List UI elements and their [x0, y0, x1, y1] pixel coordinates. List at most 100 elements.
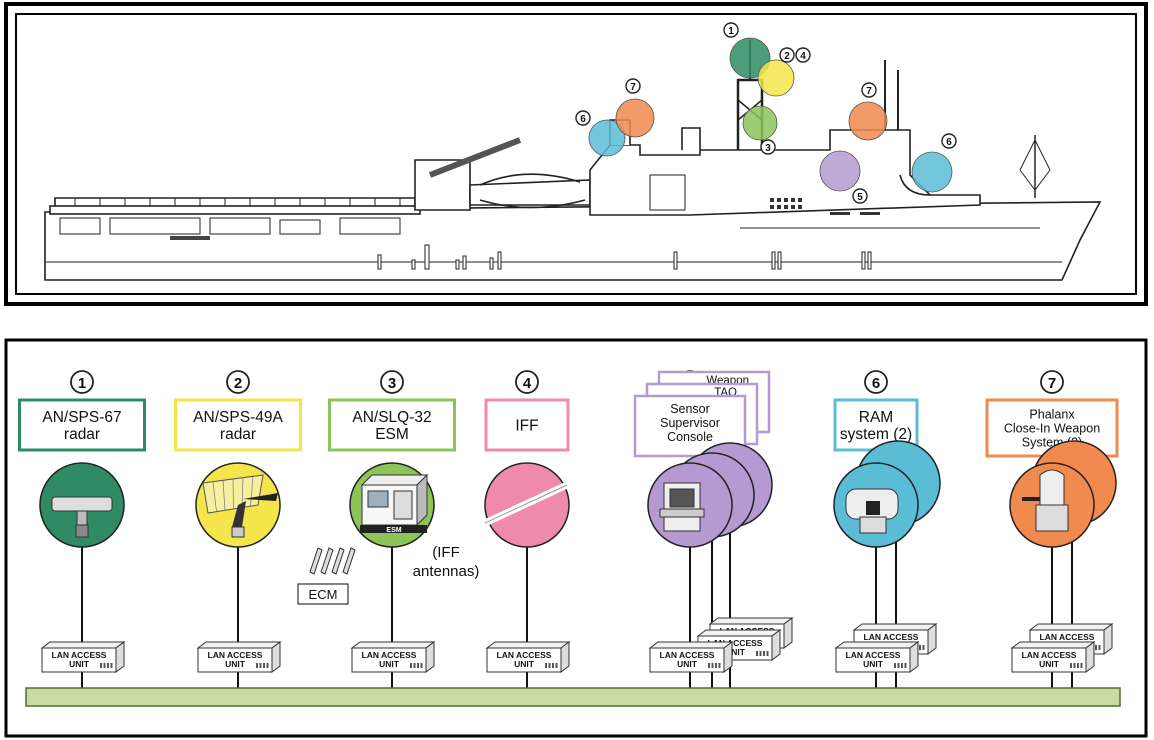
lan-unit-top	[198, 642, 280, 648]
label-line: Supervisor	[660, 416, 720, 430]
system-3: 3AN/SLQ-32ESMESMLAN ACCESSUNIT	[330, 371, 455, 688]
lan-unit-port	[414, 663, 416, 668]
system-5: 5WeaponTAOSensorSupervisorConsoleLAN ACC…	[635, 371, 792, 688]
label-line: AN/SPS-67	[42, 409, 121, 426]
lan-unit-label: UNIT	[1039, 659, 1060, 669]
ecm-antenna-icon	[332, 548, 344, 574]
system-number: 1	[78, 375, 86, 392]
lan-unit-top	[710, 618, 792, 624]
ship-marker-number: 2	[784, 51, 790, 62]
lan-unit-port	[552, 663, 554, 668]
lan-unit-top	[698, 630, 780, 636]
ship-marker-number: 1	[728, 26, 734, 37]
lan-unit-port	[267, 663, 269, 668]
lan-unit-port	[111, 663, 113, 668]
lan-unit-port	[260, 663, 262, 668]
ship-marker-number: 5	[857, 192, 863, 203]
system-number: 6	[872, 375, 880, 392]
ecm-antenna-icon	[321, 548, 333, 574]
label-line: AN/SPS-49A	[193, 409, 283, 426]
lan-unit-port	[901, 663, 903, 668]
antenna-pedestal	[77, 511, 87, 525]
esm-inner-label: ESM	[386, 527, 401, 534]
lan-unit-port	[1070, 663, 1072, 668]
lan-unit-port	[1095, 645, 1097, 650]
array-base	[232, 527, 244, 537]
lan-unit-side	[1086, 642, 1094, 672]
console-screen	[670, 489, 694, 507]
ship-marker-circle	[849, 102, 887, 140]
lan-unit-top	[650, 642, 732, 648]
esm-annotations: ECM (IFF antennas)	[298, 544, 479, 604]
lan-unit-top	[836, 642, 918, 648]
phalanx-dome	[1040, 470, 1064, 505]
antenna-reflector	[52, 497, 112, 511]
lan-access-unit: LAN ACCESSUNIT	[42, 642, 124, 672]
system-4: 4IFFLAN ACCESSUNIT	[485, 371, 569, 688]
cabinet-screen	[368, 491, 388, 507]
lan-unit-port	[719, 663, 721, 668]
lan-unit-label: UNIT	[225, 659, 246, 669]
ship-marker-number: 4	[800, 51, 806, 62]
lan-unit-side	[724, 642, 732, 672]
lan-unit-port	[1099, 645, 1101, 650]
lan-unit-label: UNIT	[863, 659, 884, 669]
lan-unit-port	[763, 651, 765, 656]
lan-unit-port	[410, 663, 412, 668]
lan-unit-port	[712, 663, 714, 668]
lan-unit-port	[104, 663, 106, 668]
lan-unit-port	[760, 651, 762, 656]
label-line: ESM	[375, 426, 409, 443]
label-line: RAM	[859, 409, 893, 426]
lan-unit-port	[708, 663, 710, 668]
lan-unit-port	[894, 663, 896, 668]
ram-opening	[866, 501, 880, 515]
lan-unit-label: UNIT	[69, 659, 90, 669]
ship-marker-6: 6	[912, 134, 956, 192]
lan-unit-port	[898, 663, 900, 668]
lan-unit-top	[1012, 642, 1094, 648]
ecm-label: ECM	[309, 587, 338, 602]
lan-unit-port	[1077, 663, 1079, 668]
lan-unit-side	[561, 642, 569, 672]
lan-unit-port	[549, 663, 551, 668]
lan-unit-port	[417, 663, 419, 668]
label-line: system (2)	[840, 426, 912, 443]
lan-unit-side	[928, 624, 936, 654]
lan-unit-top	[1030, 624, 1112, 630]
ecm-antenna-icon	[310, 548, 322, 574]
iff-antennas-label: (IFF	[432, 544, 460, 561]
lan-unit-side	[116, 642, 124, 672]
lan-unit-port	[715, 663, 717, 668]
label-line: Phalanx	[1029, 407, 1075, 421]
lan-unit-side	[910, 642, 918, 672]
system-7: 7PhalanxClose-In WeaponSystem (2)LAN ACC…	[987, 371, 1117, 688]
iff-antennas-label: antennas)	[413, 563, 480, 580]
esm-cabinet-icon: ESM	[360, 475, 427, 534]
lan-unit-port	[905, 663, 907, 668]
lan-access-unit: LAN ACCESSUNIT	[352, 642, 434, 672]
system-number: 4	[523, 375, 532, 392]
lan-unit-port	[107, 663, 109, 668]
ship-marker-3: 3	[743, 106, 777, 154]
array-line	[233, 479, 234, 509]
ecm-antenna-icon	[343, 548, 355, 574]
cabinet-top	[362, 475, 427, 485]
label-line: radar	[64, 426, 100, 443]
lan-unit-label: UNIT	[677, 659, 698, 669]
ship-marker-7: 7	[849, 83, 887, 140]
ship-marker-circle	[743, 106, 777, 140]
ship-marker-number: 7	[630, 82, 636, 93]
phalanx-mount	[1036, 505, 1068, 531]
lan-unit-top	[42, 642, 124, 648]
lan-unit-side	[426, 642, 434, 672]
